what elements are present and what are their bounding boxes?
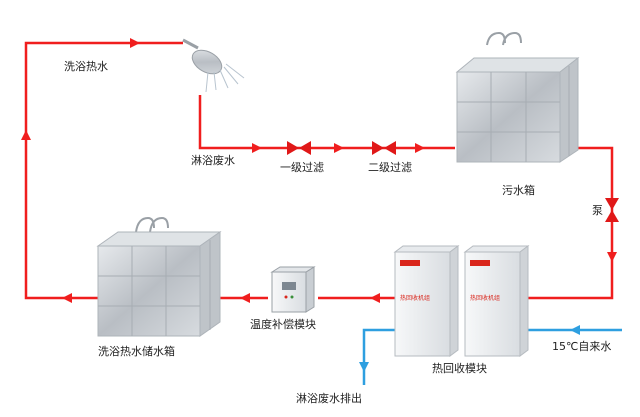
- arrow-left-unit: [370, 293, 380, 303]
- arrow-left-comp: [240, 293, 250, 303]
- label-secondary-filter: 二级过滤: [368, 161, 412, 174]
- pipe-shower-waste: [198, 95, 455, 150]
- sewage-tank-icon: [455, 31, 580, 163]
- arrow-right-waste-3: [415, 143, 425, 153]
- label-hot-water-storage-tank: 洗浴热水储水箱: [98, 345, 175, 358]
- label-temperature-compensation-module: 温度补偿模块: [250, 318, 316, 331]
- temperature-compensation-module-icon: [270, 266, 316, 313]
- label-shower-waste-water: 淋浴废水: [191, 154, 235, 167]
- arrow-down-right: [607, 252, 617, 262]
- arrow-left-tap: [570, 325, 580, 335]
- label-primary-filter: 一级过滤: [280, 161, 324, 174]
- unit-panel-label-2: 热回收机组: [470, 294, 500, 302]
- label-heat-recovery-module: 热回收模块: [432, 362, 487, 375]
- arrow-right-waste: [252, 143, 262, 153]
- hot-water-arrows: [21, 38, 617, 303]
- arrow-right-top: [130, 38, 140, 48]
- label-sewage-tank: 污水箱: [502, 184, 535, 197]
- filter-valve-2: [372, 141, 396, 155]
- arrow-down-discharge: [359, 362, 369, 372]
- pipe-sewage-to-pump: [528, 146, 614, 300]
- label-shower-hot-water: 洗浴热水: [64, 60, 108, 73]
- arrow-right-waste-2: [334, 143, 344, 153]
- label-pump: 泵: [592, 204, 603, 217]
- heat-recovery-unit-2: 热回收机组: [463, 245, 530, 357]
- pump-valve: [605, 198, 619, 222]
- unit-panel-label-1: 热回收机组: [400, 294, 430, 302]
- arrow-left-bottom: [62, 293, 72, 303]
- heat-recovery-unit-1: 热回收机组: [393, 245, 460, 357]
- label-waste-water-discharge: 淋浴废水排出: [296, 392, 362, 405]
- shower-head-icon: [182, 38, 245, 93]
- arrow-up: [21, 130, 31, 140]
- label-tap-water-inlet: 15℃自来水: [552, 340, 612, 353]
- hot-water-storage-tank-icon: [96, 216, 222, 337]
- pipe-waste-discharge: [362, 328, 395, 385]
- cold-water-arrows: [359, 325, 580, 372]
- filter-valve-1: [287, 141, 311, 155]
